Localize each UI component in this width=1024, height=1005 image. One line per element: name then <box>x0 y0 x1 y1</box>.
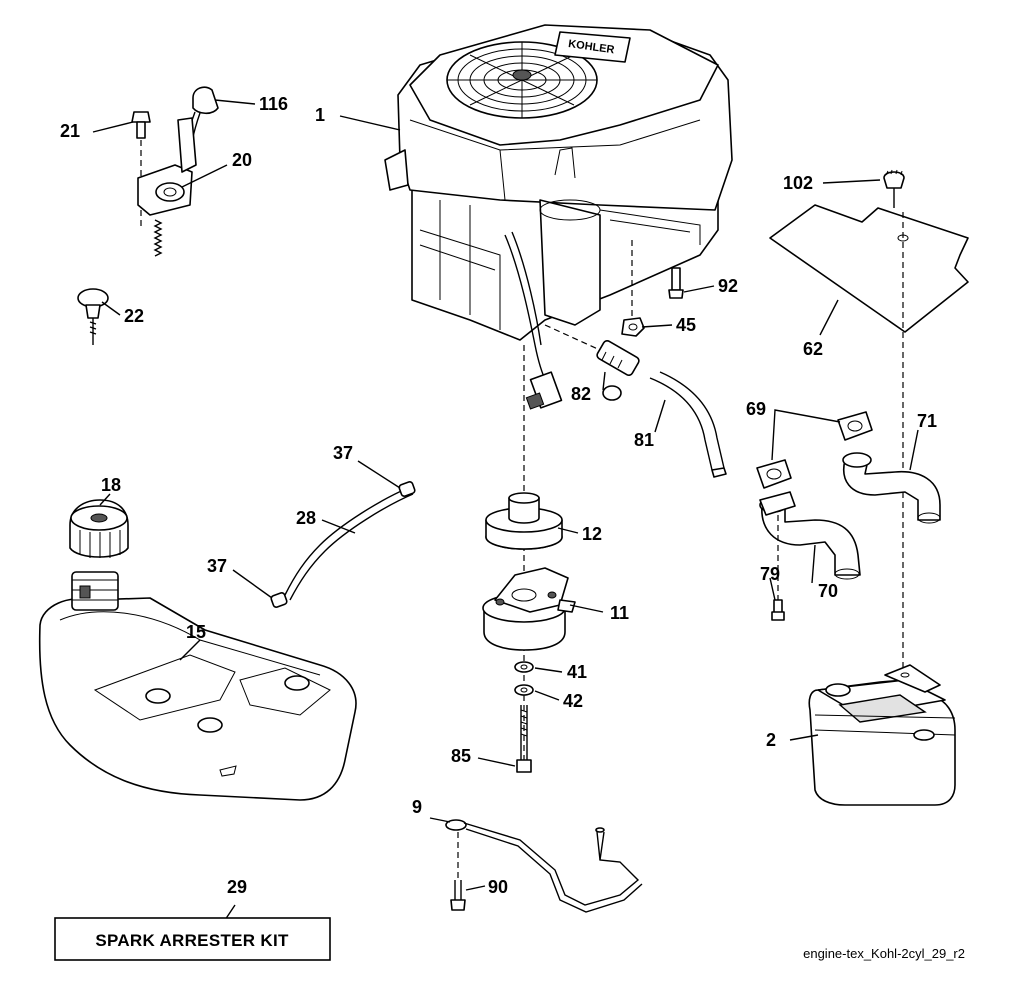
callout-69: 69 <box>746 399 766 419</box>
callout-92: 92 <box>718 276 738 296</box>
callout-62: 62 <box>803 339 823 359</box>
fuel-line-assembly <box>270 481 416 608</box>
callout-12: 12 <box>582 524 602 544</box>
wire-harness <box>504 231 563 410</box>
support-bracket <box>445 819 643 913</box>
engine-assembly: KOHLER <box>384 24 733 341</box>
callout-22: 22 <box>124 306 144 326</box>
callout-29: 29 <box>227 877 247 897</box>
spark-arrester-kit-box: SPARK ARRESTER KIT <box>54 917 331 961</box>
callout-21: 21 <box>60 121 80 141</box>
callout-41: 41 <box>567 662 587 682</box>
drain-valve-hose <box>544 324 727 478</box>
callout-102: 102 <box>783 173 813 193</box>
muffler <box>808 664 956 806</box>
callout-81: 81 <box>634 430 654 450</box>
callout-2: 2 <box>766 730 776 750</box>
callout-15: 15 <box>186 622 206 642</box>
callout-42: 42 <box>563 691 583 711</box>
callout-85: 85 <box>451 746 471 766</box>
callout-18: 18 <box>101 475 121 495</box>
figure-id: engine-tex_Kohl-2cyl_29_r2 <box>803 946 965 961</box>
callout-37-upper: 37 <box>333 443 353 463</box>
callout-70: 70 <box>818 581 838 601</box>
callout-71: 71 <box>917 411 937 431</box>
callout-labels: 1 2 9 11 12 15 18 20 21 22 28 29 37 37 4… <box>60 94 937 897</box>
callout-116: 116 <box>259 94 288 114</box>
callout-79: 79 <box>760 564 780 584</box>
fuel-tank-assembly <box>38 499 357 801</box>
pto-clutch-assembly <box>482 345 576 773</box>
heat-shield-assembly <box>769 169 969 680</box>
kit-label: SPARK ARRESTER KIT <box>95 931 289 950</box>
exhaust-pipe-assembly <box>756 411 941 621</box>
callout-82: 82 <box>571 384 591 404</box>
callout-37-lower: 37 <box>207 556 227 576</box>
callout-28: 28 <box>296 508 316 528</box>
callout-1: 1 <box>315 105 325 125</box>
callout-11: 11 <box>610 603 629 623</box>
callout-9: 9 <box>412 797 422 817</box>
throttle-control-parts <box>77 86 219 345</box>
callout-45: 45 <box>676 315 696 335</box>
mounting-bolt-nut <box>621 240 684 337</box>
callout-90: 90 <box>488 877 508 897</box>
callout-20: 20 <box>232 150 252 170</box>
